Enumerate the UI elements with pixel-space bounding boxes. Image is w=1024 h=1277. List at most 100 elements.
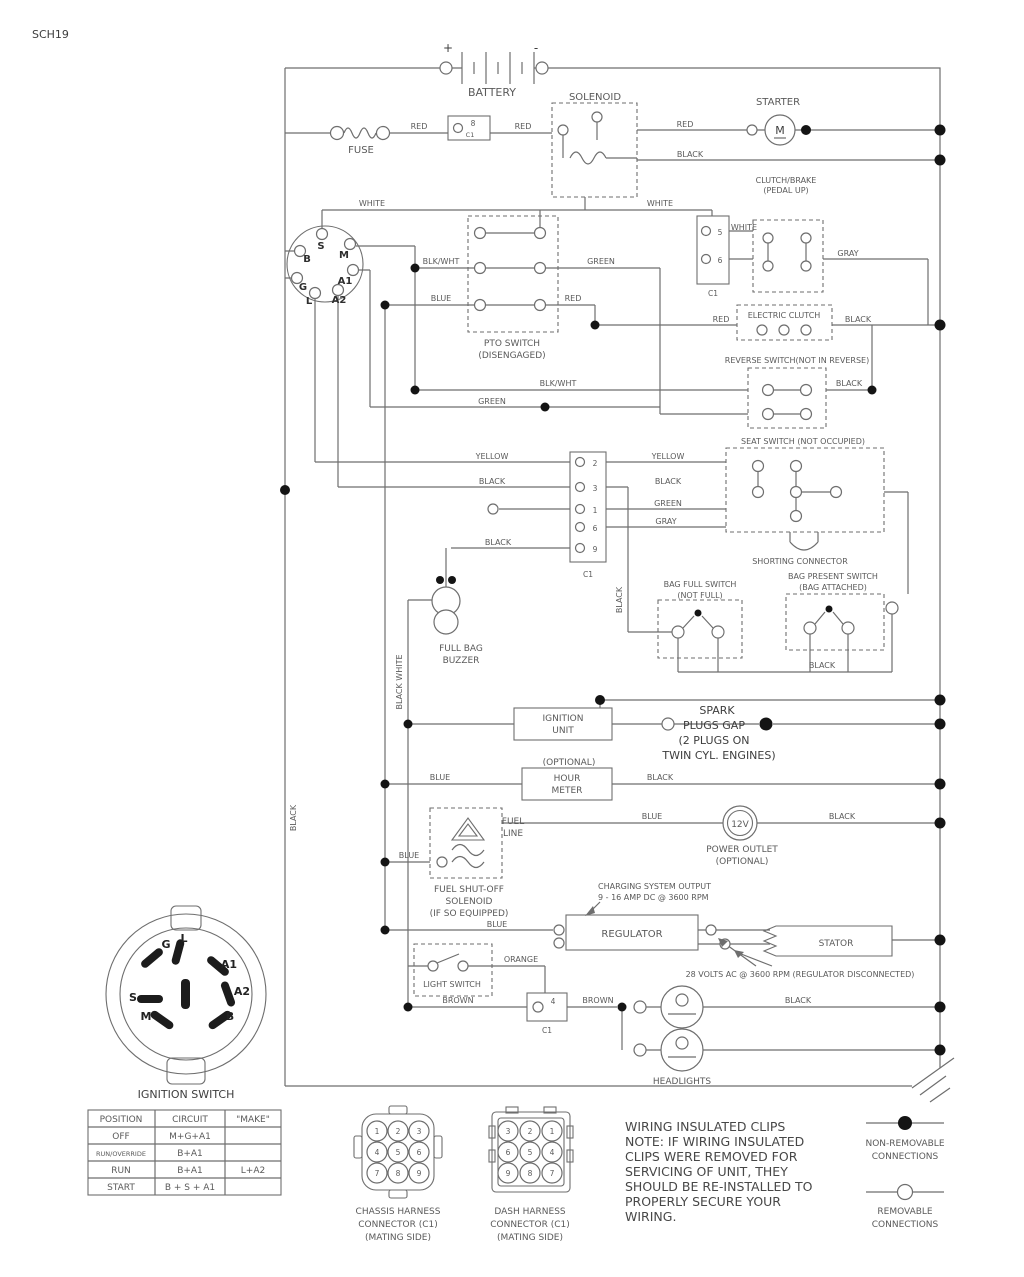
pin4-c1: C1 bbox=[542, 1026, 552, 1035]
key-face-l: L bbox=[180, 932, 187, 945]
table-header-circuit: CIRCUIT bbox=[172, 1115, 208, 1125]
chassis-label-1: CHASSIS HARNESS bbox=[356, 1207, 441, 1217]
ignition-switch-title: IGNITION SWITCH bbox=[138, 1088, 235, 1101]
connection-dots bbox=[280, 124, 946, 1056]
pto-label-1: PTO SWITCH bbox=[484, 339, 540, 349]
wire-color-label: BLACK bbox=[655, 477, 682, 486]
battery-minus-sign: - bbox=[534, 41, 538, 55]
light-switch-label: LIGHT SWITCH bbox=[423, 980, 481, 989]
solenoid-label: SOLENOID bbox=[569, 92, 621, 103]
wire-color-label: WHITE bbox=[647, 199, 673, 208]
key-face-a1: A1 bbox=[221, 958, 237, 971]
dash-pin: 1 bbox=[550, 1127, 555, 1136]
battery-label: BATTERY bbox=[468, 86, 516, 99]
clutch-brake-switch: CLUTCH/BRAKE (PEDAL UP) 5 6 C1 bbox=[696, 176, 824, 298]
key-terminal-g: G bbox=[299, 282, 307, 293]
pin4-number: 4 bbox=[551, 997, 556, 1006]
chassis-pin: 8 bbox=[396, 1169, 401, 1178]
solenoid: SOLENOID bbox=[551, 92, 638, 198]
twelve-v-label: 12V bbox=[731, 820, 749, 830]
wire-color-label: RED bbox=[411, 122, 428, 131]
chassis-pin: 7 bbox=[375, 1169, 380, 1178]
buzzer-label-1: FULL BAG bbox=[439, 644, 483, 654]
ignition-table: POSITION CIRCUIT "MAKE" OFF M+G+A1 RUN/O… bbox=[87, 1109, 282, 1196]
hour-meter-label-1: HOUR bbox=[554, 774, 581, 784]
wire-color-label: BLACK bbox=[647, 773, 674, 782]
fuel-shutoff-label-2: SOLENOID bbox=[446, 897, 493, 907]
table-cell: RUN/OVERRIDE bbox=[96, 1150, 146, 1158]
ignition-unit-label-2: UNIT bbox=[552, 726, 574, 736]
note-line: CLIPS WERE REMOVED FOR bbox=[625, 1149, 798, 1164]
charging-system: CHARGING SYSTEM OUTPUT 9 - 16 AMP DC @ 3… bbox=[585, 882, 711, 916]
reverse-switch: REVERSE SWITCH(NOT IN REVERSE) bbox=[725, 356, 869, 429]
fuel-line-label-2: LINE bbox=[503, 829, 523, 839]
fuel-shutoff-label-3: (IF SO EQUIPPED) bbox=[430, 909, 509, 919]
pto-label-2: (DISENGAGED) bbox=[478, 351, 545, 361]
dash-label-1: DASH HARNESS bbox=[494, 1207, 566, 1217]
wire-color-label: BLUE bbox=[431, 294, 451, 303]
spark-label-4: TWIN CYL. ENGINES) bbox=[661, 749, 775, 762]
charging-label-1: CHARGING SYSTEM OUTPUT bbox=[598, 882, 711, 891]
hour-meter-optional: (OPTIONAL) bbox=[543, 758, 596, 768]
fuel-line-label-1: FUEL bbox=[502, 817, 524, 827]
reverse-switch-label: REVERSE SWITCH(NOT IN REVERSE) bbox=[725, 356, 869, 365]
legend: NON-REMOVABLE CONNECTIONS REMOVABLE CONN… bbox=[865, 1116, 945, 1230]
pto-switch: PTO SWITCH (DISENGAGED) bbox=[467, 215, 559, 361]
wire-color-label: BLK/WHT bbox=[540, 379, 577, 388]
bag-full-label-1: BAG FULL SWITCH bbox=[664, 580, 737, 589]
battery-plus-sign: + bbox=[443, 41, 453, 55]
fuel-shutoff-label-1: FUEL SHUT-OFF bbox=[434, 885, 504, 895]
chassis-pin: 3 bbox=[417, 1127, 422, 1136]
wire-color-label: ORANGE bbox=[504, 955, 538, 964]
non-removable-connection-icon bbox=[898, 1116, 912, 1130]
fuse-label: FUSE bbox=[348, 145, 374, 156]
stator-label: STATOR bbox=[819, 939, 854, 949]
table-header-make: "MAKE" bbox=[236, 1115, 270, 1125]
ignition-switch-face: G L A1 A2 S M B IGNITION SWITCH bbox=[105, 905, 267, 1101]
table-cell: B + S + A1 bbox=[165, 1183, 215, 1193]
table-cell: RUN bbox=[111, 1166, 131, 1176]
wire-color-label: BLUE bbox=[430, 773, 450, 782]
pin8-number: 8 bbox=[471, 119, 476, 128]
charging-label-2: 9 - 16 AMP DC @ 3600 RPM bbox=[598, 893, 709, 902]
ignition-unit-label-1: IGNITION bbox=[543, 714, 584, 724]
note-line: NOTE: IF WIRING INSULATED bbox=[625, 1134, 804, 1149]
power-outlet-label-2: (OPTIONAL) bbox=[716, 857, 769, 867]
table-cell: B+A1 bbox=[177, 1149, 203, 1159]
wire-color-label: BLACK bbox=[479, 477, 506, 486]
buzzer-label-2: BUZZER bbox=[443, 656, 480, 666]
dash-pin: 9 bbox=[506, 1169, 511, 1178]
key-terminal-m: M bbox=[339, 250, 349, 261]
bag-full-switch: BAG FULL SWITCH (NOT FULL) bbox=[657, 580, 743, 659]
ignition-switch-top: B S M G A1 L A2 bbox=[286, 225, 364, 307]
c1-pin-2: 2 bbox=[593, 459, 598, 468]
shorting-connector-label: SHORTING CONNECTOR bbox=[752, 557, 848, 566]
wire-color-label: GRAY bbox=[837, 249, 858, 258]
wire-color-label: BLACK bbox=[485, 538, 512, 547]
chassis-pin: 9 bbox=[417, 1169, 422, 1178]
legend-nonremovable-2: CONNECTIONS bbox=[872, 1152, 939, 1162]
hour-meter-label-2: METER bbox=[552, 786, 583, 796]
note-line: SHOULD BE RE-INSTALLED TO bbox=[625, 1179, 813, 1194]
headlights: HEADLIGHTS bbox=[633, 985, 711, 1087]
clutch-brake-label-1: CLUTCH/BRAKE bbox=[756, 176, 817, 185]
dash-pin: 2 bbox=[528, 1127, 533, 1136]
c1-label: C1 bbox=[583, 570, 593, 579]
dash-pin: 3 bbox=[506, 1127, 511, 1136]
key-face-s: S bbox=[129, 991, 137, 1004]
wire-color-label: BLACK bbox=[289, 804, 298, 831]
dash-pin: 6 bbox=[506, 1148, 511, 1157]
chassis-pin: 1 bbox=[375, 1127, 380, 1136]
chassis-pin: 6 bbox=[417, 1148, 422, 1157]
wire-color-label: BLACK bbox=[836, 379, 863, 388]
wire-color-label: GREEN bbox=[654, 499, 682, 508]
wire-color-label: RED bbox=[677, 120, 694, 129]
key-face-a2: A2 bbox=[234, 985, 250, 998]
dash-harness-connector: 3 2 1 6 5 4 9 8 7 DASH HARNESS CONNECTOR… bbox=[488, 1106, 574, 1243]
dash-pin: 4 bbox=[550, 1148, 555, 1157]
wire-color-label: BLACK bbox=[829, 812, 856, 821]
removable-connection-icon bbox=[896, 1183, 914, 1201]
wire-color-labels: RED RED RED BLACK WHITE WHITE WHITE GRAY… bbox=[289, 120, 872, 1005]
electric-clutch: ELECTRIC CLUTCH bbox=[736, 304, 833, 341]
power-outlet-12v: 12V POWER OUTLET (OPTIONAL) bbox=[706, 805, 778, 867]
